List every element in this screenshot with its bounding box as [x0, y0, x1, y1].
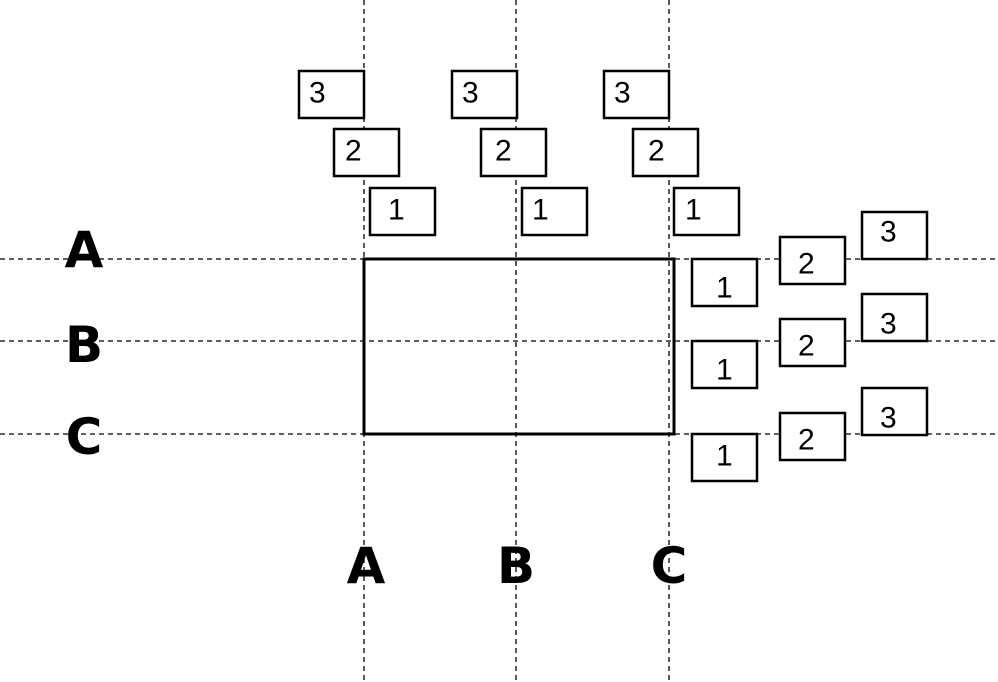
tag-label: 1 — [716, 354, 733, 387]
row-a-tags: 1 2 3 — [690, 210, 929, 308]
tag-label: 2 — [495, 135, 512, 168]
tag-label: 2 — [798, 248, 815, 281]
structure-outline — [362, 257, 676, 436]
column-label-a: A — [347, 537, 386, 595]
row-label-b: B — [65, 316, 103, 374]
tag-label: 1 — [685, 194, 702, 227]
tag-box — [368, 186, 437, 237]
tag-box — [602, 69, 671, 120]
tag-label: 1 — [716, 272, 733, 305]
tag-box — [450, 69, 519, 120]
tag-label: 2 — [345, 135, 362, 168]
tag-box — [672, 186, 741, 237]
tag-label: 3 — [880, 402, 897, 435]
column-b-tags: 3 2 1 — [450, 69, 589, 237]
column-label-b: B — [497, 537, 535, 595]
tag-box — [778, 235, 847, 286]
tag-box — [860, 292, 929, 343]
tag-box — [690, 432, 759, 483]
column-c-tags: 3 2 1 — [602, 69, 741, 237]
row-label-c: C — [66, 408, 103, 466]
row-b-tags: 1 2 3 — [690, 292, 929, 390]
tag-label: 3 — [880, 216, 897, 249]
tag-label: 1 — [532, 194, 549, 227]
tag-box — [860, 386, 929, 437]
tag-box — [778, 317, 847, 368]
tag-box — [690, 257, 759, 308]
tag-label: 2 — [798, 424, 815, 457]
tag-box — [297, 69, 366, 120]
tag-box — [778, 411, 847, 462]
tag-label: 2 — [798, 330, 815, 363]
tag-label: 2 — [648, 135, 665, 168]
tag-label: 3 — [614, 77, 631, 110]
tag-box — [520, 186, 589, 237]
tag-box — [332, 127, 401, 178]
tag-label: 3 — [880, 308, 897, 341]
row-c-tags: 1 2 3 — [690, 386, 929, 483]
column-label-c: C — [651, 537, 688, 595]
tag-label: 3 — [462, 77, 479, 110]
row-label-a: A — [65, 221, 104, 279]
tag-box — [690, 339, 759, 390]
tag-label: 1 — [388, 194, 405, 227]
tag-label: 3 — [309, 77, 326, 110]
tag-box — [860, 210, 929, 261]
tag-box — [479, 127, 548, 178]
column-a-tags: 3 2 1 — [297, 69, 437, 237]
tag-label: 1 — [716, 440, 733, 473]
tag-box — [631, 127, 700, 178]
